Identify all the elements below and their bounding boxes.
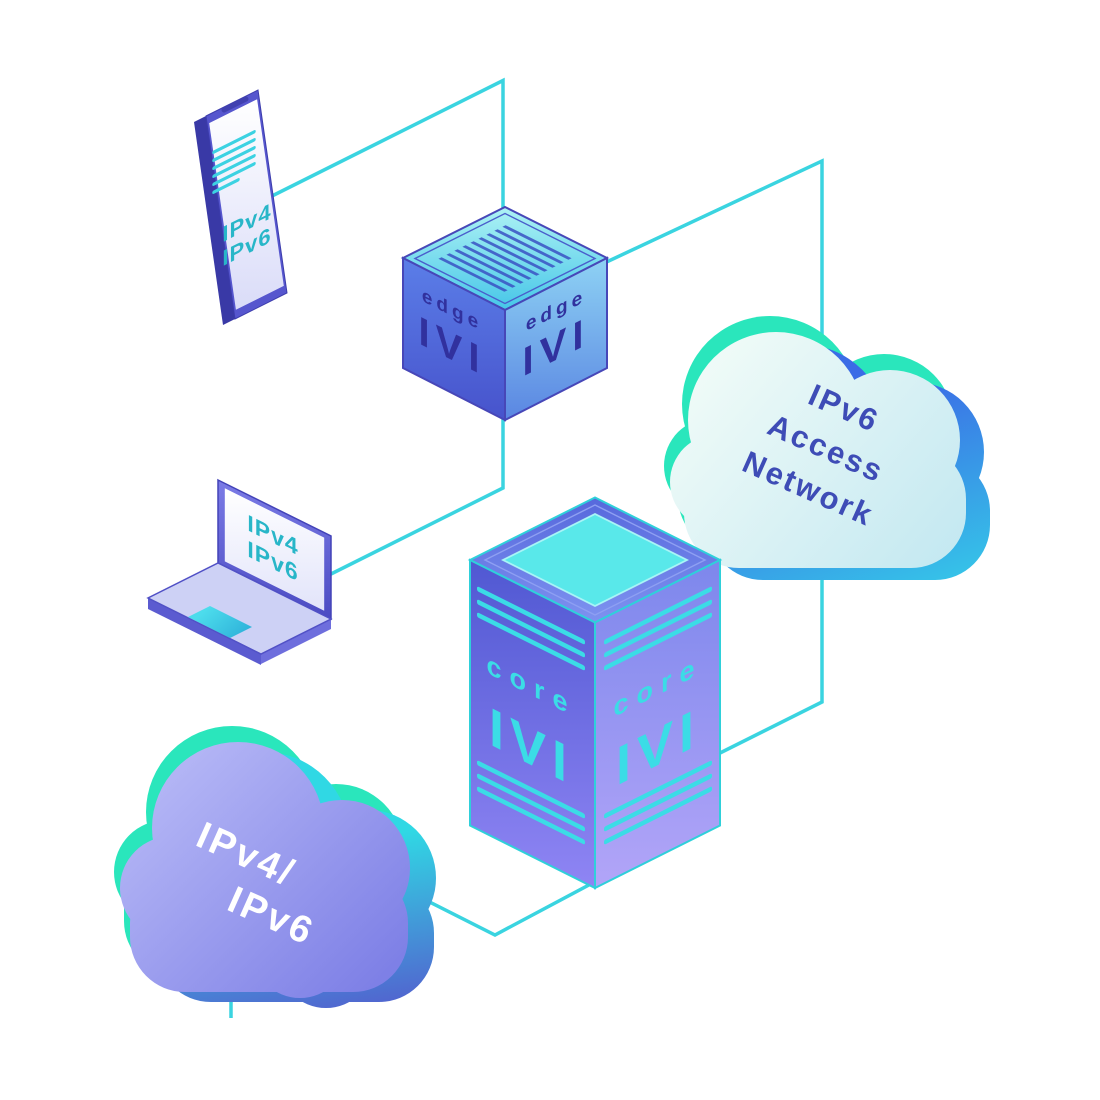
core-right-bottom-vents <box>604 760 712 845</box>
core-left-top-vents <box>477 586 585 671</box>
edge-cube-top-detail <box>413 212 597 305</box>
ipv4-ipv6-cloud: IPv4/ IPv6 <box>114 726 436 1008</box>
core-right-top-vents <box>604 586 712 671</box>
ipv6-access-cloud: IPv6 Access Network <box>664 316 990 580</box>
laptop-trackpad <box>188 606 252 638</box>
laptop-base-front-lip <box>148 598 261 665</box>
laptop-base-right-lip <box>261 619 331 664</box>
core-router-tower: core IVI core IVI <box>467 496 723 890</box>
smartphone: IPv4 IPv6 <box>194 89 288 325</box>
core-left-bottom-vents <box>477 760 585 845</box>
edge-cube-right-face <box>504 256 608 422</box>
phone-notch <box>221 96 249 113</box>
core-top-detail <box>483 504 707 616</box>
edge-router-cube: edge IVI edge IVI <box>400 205 610 422</box>
phone-screen-lines <box>212 130 256 194</box>
phone-side-edge <box>194 116 235 325</box>
laptop-screen <box>224 488 325 611</box>
laptop: IPv4 IPv6 <box>146 478 333 665</box>
laptop-base <box>146 562 333 655</box>
